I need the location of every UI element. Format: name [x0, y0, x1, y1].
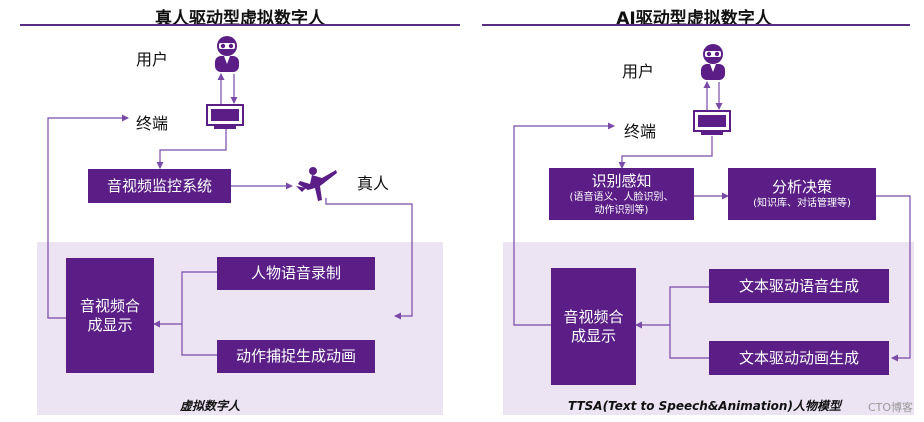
right-terminal-to-perception-arrow: [618, 136, 713, 169]
left-caption: 虚拟数字人: [180, 399, 241, 413]
real-person-label: 真人: [357, 174, 390, 193]
left-terminal-monitor-icon: [206, 104, 244, 129]
animation-text: 文本驱动动画生成: [738, 348, 859, 367]
motion-capture-box: 动作捕捉生成动画: [217, 340, 375, 373]
perception-title: 识别感知: [591, 171, 652, 190]
decision-box: 分析决策 (知识库、对话管理等): [728, 168, 876, 220]
left-display-to-terminal-arrow: [47, 114, 129, 319]
voice-record-text: 人物语音录制: [250, 264, 341, 282]
voice-record-box: 人物语音录制: [217, 257, 375, 290]
left-title-rule: [20, 24, 460, 26]
left-terminal-label: 终端: [136, 114, 169, 133]
right-display-to-terminal-arrow: [513, 122, 615, 326]
right-user-avatar-icon: [701, 44, 725, 80]
perception-box: 识别感知 (语音语义、人脸识别、 动作识别等): [549, 168, 694, 220]
left-record-capture-bracket: [181, 271, 217, 356]
animation-box: 文本驱动动画生成: [709, 341, 889, 375]
right-display-text: 音视频合 成显示: [563, 307, 624, 345]
left-user-avatar-icon: [215, 36, 239, 72]
real-person-dancer-icon: [296, 167, 337, 201]
right-caption: TTSA(Text to Speech&Animation)人物模型: [568, 399, 841, 413]
right-terminal-monitor-icon: [693, 110, 731, 135]
watermark: CTO博客: [868, 401, 914, 414]
right-tts-anim-bracket: [669, 286, 709, 359]
left-display-text: 音视频合 成显示: [79, 296, 140, 334]
right-display-box: 音视频合 成显示: [551, 268, 636, 385]
left-terminal-to-monitor-arrow: [156, 128, 227, 169]
tts-box: 文本驱动语音生成: [709, 269, 889, 303]
left-monitor-system-text: 音视频监控系统: [106, 176, 212, 195]
decision-title: 分析决策: [771, 178, 832, 196]
tts-text: 文本驱动语音生成: [738, 276, 859, 295]
decision-detail: (知识库、对话管理等): [753, 198, 851, 209]
left-display-box: 音视频合 成显示: [66, 258, 154, 373]
right-decision-to-generation-line: [876, 195, 911, 362]
perception-detail: (语音语义、人脸识别、 动作识别等): [569, 191, 674, 216]
left-monitor-system-box: 音视频监控系统: [88, 169, 231, 203]
right-title-rule: [482, 24, 910, 26]
motion-capture-text: 动作捕捉生成动画: [235, 347, 356, 365]
left-user-label: 用户: [136, 50, 169, 69]
right-user-label: 用户: [622, 62, 655, 81]
right-terminal-label: 终端: [624, 122, 657, 141]
left-real-person-to-capture-line: [325, 198, 413, 320]
